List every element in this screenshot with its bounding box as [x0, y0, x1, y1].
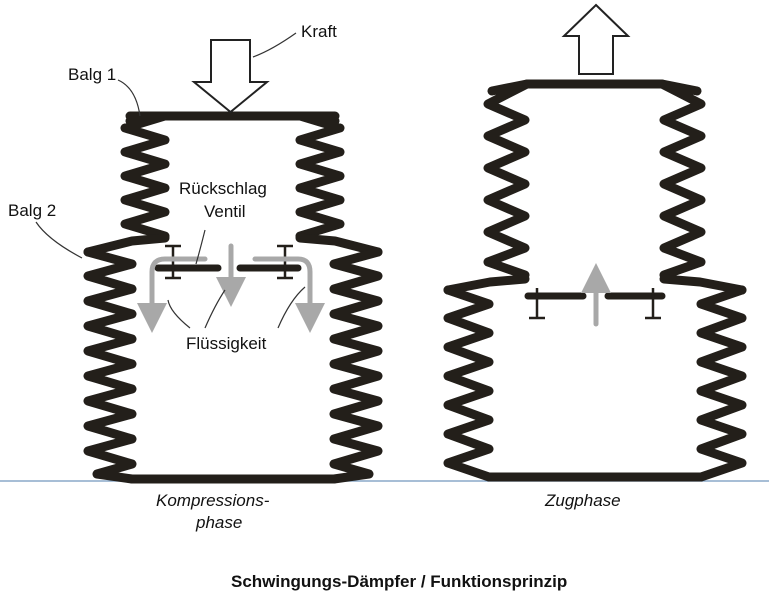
valve-pins-left — [165, 244, 293, 280]
divider-plate-left — [83, 233, 170, 257]
label-fluid: Flüssigkeit — [186, 334, 267, 353]
label-valve-line1: Rückschlag — [179, 179, 267, 198]
leader-balg1 — [117, 79, 141, 117]
bellows2-left-wall — [83, 247, 137, 484]
leader-fluid-3 — [277, 286, 306, 329]
leader-lines — [35, 32, 306, 329]
pull-arrow-up — [561, 3, 631, 75]
caption-compression-line1: Kompressions- — [156, 491, 270, 510]
caption-extension: Zugphase — [544, 491, 621, 510]
label-valve-line2: Ventil — [204, 202, 246, 221]
leader-balg2 — [35, 221, 83, 259]
compression-damper — [83, 111, 383, 484]
valve-pins-right — [529, 288, 661, 320]
fluid-flow-arrows — [137, 243, 325, 333]
divider-plate-left — [443, 274, 530, 295]
label-bellows1: Balg 1 — [68, 65, 116, 84]
upper-bellows-left-wall — [483, 79, 532, 280]
extension-damper — [443, 79, 747, 482]
label-bellows2: Balg 2 — [8, 201, 56, 220]
bellows1-right-wall — [295, 111, 345, 241]
divider-plate-right — [659, 274, 747, 295]
flow-arrow-left — [137, 256, 208, 333]
bellows2-right-wall — [329, 247, 383, 484]
lower-bellows-left-wall — [443, 285, 494, 482]
leader-kraft — [252, 32, 297, 58]
bellows1-left-wall — [120, 111, 170, 241]
caption-compression-line2: phase — [195, 513, 242, 532]
label-force: Kraft — [301, 22, 337, 41]
leader-valve — [195, 229, 206, 265]
flow-arrow-right — [252, 256, 325, 333]
leader-fluid-1 — [167, 299, 191, 329]
force-arrow-down — [191, 39, 270, 114]
lower-bellows-right-wall — [696, 285, 747, 482]
leader-fluid-2 — [204, 289, 226, 329]
page-title: Schwingungs-Dämpfer / Funktionsprinzip — [231, 572, 567, 591]
divider-plate-right — [295, 233, 383, 257]
upper-bellows-right-wall — [657, 79, 706, 280]
